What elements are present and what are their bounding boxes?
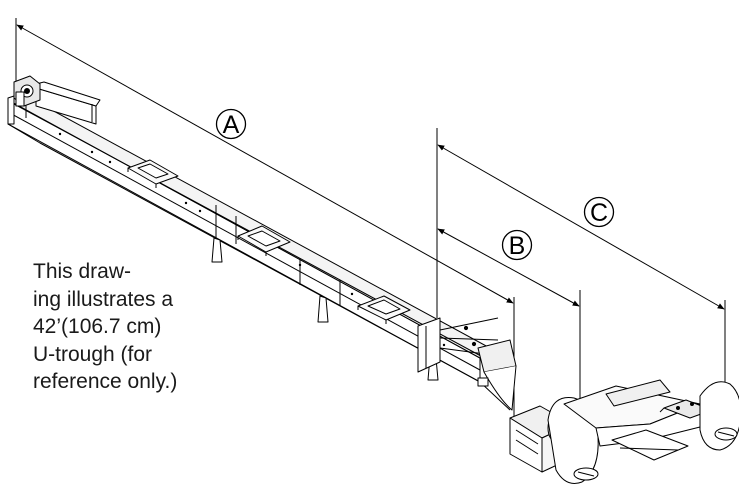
support-leg xyxy=(211,237,223,263)
inspection-cover xyxy=(237,225,291,256)
inspection-cover xyxy=(357,295,411,324)
support-leg xyxy=(317,295,329,323)
drive-head xyxy=(7,75,101,125)
dimension-b-label: B xyxy=(509,232,526,260)
caption-line: ing illustrates a xyxy=(33,287,174,311)
inspection-cover xyxy=(127,159,179,188)
tail-assembly xyxy=(509,379,739,484)
hood-shroud-right xyxy=(699,381,739,451)
trough-bottom-edge xyxy=(7,123,511,411)
dimension-a-callout-circle xyxy=(215,108,247,140)
dimension-c-label: C xyxy=(590,199,608,227)
dimension-c-line xyxy=(437,144,725,310)
dimension-c xyxy=(436,128,726,395)
dimension-a xyxy=(15,18,515,420)
caption-line: 42’(106.7 cm) xyxy=(33,315,162,338)
caption-line: This draw- xyxy=(33,260,132,283)
caption-note: This draw- ing illustrates a 42’(106.7 c… xyxy=(33,258,223,396)
dimension-a-label: A xyxy=(223,111,240,139)
trough-end-flange xyxy=(417,317,517,411)
caption-line: reference only.) xyxy=(33,370,178,393)
dimension-a-line xyxy=(16,24,514,304)
caption-line: U-trough (for xyxy=(33,342,153,366)
dimension-c-callout-circle xyxy=(583,196,615,228)
